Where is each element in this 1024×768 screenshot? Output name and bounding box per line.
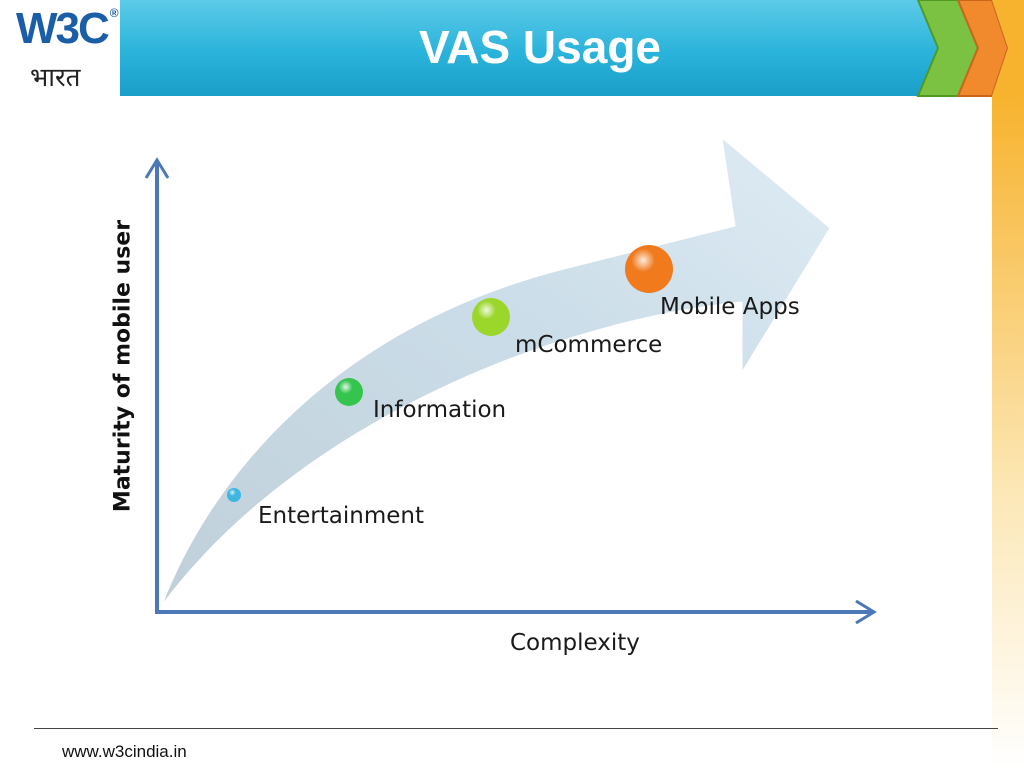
w3c-india-logo: W3C® भारत: [0, 0, 120, 96]
growth-arrow: [161, 136, 831, 606]
y-axis-label: Maturity of mobile user: [110, 219, 136, 513]
slide-title: VAS Usage: [418, 21, 662, 73]
stage-label-mobile-apps: Mobile Apps: [660, 294, 800, 320]
logo-mark: W3C: [16, 4, 110, 53]
footer-divider: [34, 728, 998, 729]
logo-subtitle: भारत: [30, 63, 81, 93]
right-accent-bar: [992, 96, 1024, 768]
x-axis-label: Complexity: [510, 630, 640, 656]
stage-label-information: Information: [373, 397, 507, 423]
footer-url: www.w3cindia.in: [62, 742, 187, 761]
axes: [144, 157, 877, 625]
header-chevrons: [916, 0, 1024, 97]
header-band: [0, 0, 1024, 96]
stage-label-mcommerce: mCommerce: [515, 332, 663, 358]
x-axis-arrowhead: [855, 599, 877, 625]
logo-registered-mark: ®: [109, 6, 119, 20]
stage-label-entertainment: Entertainment: [258, 503, 424, 529]
stage-orbs: [227, 245, 673, 502]
y-axis-arrowhead: [144, 157, 170, 179]
